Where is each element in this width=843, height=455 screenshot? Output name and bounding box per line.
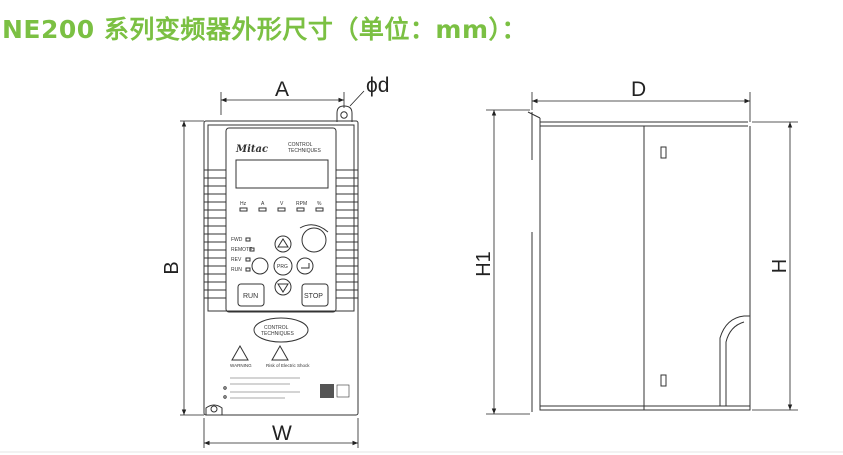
mounting-hole-bottom [210, 405, 218, 413]
left-button [251, 257, 269, 275]
side-dimensions [486, 92, 798, 415]
enter-button [296, 257, 314, 275]
run-button [237, 283, 265, 307]
status-label: RUN [231, 267, 242, 273]
indicator-label: V [280, 201, 284, 207]
knob [301, 227, 327, 253]
status-label: FWD [231, 237, 243, 243]
indicator-label: % [317, 201, 322, 207]
indicator-label: RPM [296, 201, 307, 207]
warning-triangle-right [271, 344, 289, 361]
mounting-tab-bottom [205, 404, 223, 415]
dim-label-b: B [161, 261, 183, 274]
qr-code [320, 384, 334, 398]
badge-text-2: TECHNIQUES [261, 331, 294, 337]
status-label: REV [231, 257, 242, 263]
dim-label-h1: H1 [473, 251, 495, 277]
brand-sub-2: TECHNIQUES [288, 148, 321, 154]
indicator-label: Hz [240, 201, 247, 207]
mounting-hole-top [340, 111, 348, 119]
status-label: REMOTE [231, 247, 253, 253]
page-title: NE200 系列变频器外形尺寸（单位：mm）： [2, 15, 527, 44]
status-labels: FWD REMOTE REV RUN [231, 237, 253, 273]
warning-text-right: Risk of Electric Shock [266, 363, 310, 368]
brand-sub-1: CONTROL [288, 142, 313, 148]
up-button [274, 235, 292, 253]
connector-hook [719, 315, 750, 406]
indicator-label: A [261, 201, 265, 207]
keypad-panel [225, 127, 337, 313]
dim-label-h: H [769, 259, 791, 273]
warning-triangle-left [231, 344, 249, 361]
stop-label: STOP [304, 293, 323, 300]
right-fins [336, 169, 358, 299]
indicator-labels: Hz A V RPM % [240, 201, 322, 207]
stop-button [301, 283, 329, 307]
warning-text-left: WARNING [230, 363, 252, 368]
warning-lines [230, 377, 300, 399]
side-view [527, 111, 751, 412]
prg-label: PRG [277, 264, 288, 270]
left-fins [204, 169, 226, 299]
brand-badge [253, 317, 309, 343]
mounting-tab-top [336, 105, 353, 122]
dim-label-w: W [272, 422, 292, 445]
dim-label-d: D [631, 78, 646, 101]
brand-text: Mitac [235, 144, 268, 155]
dim-label-a: A [275, 78, 289, 101]
dim-label-hole: ϕd [366, 74, 389, 97]
run-label: RUN [243, 293, 258, 300]
front-dimensions [180, 90, 365, 448]
badge-text-1: CONTROL [264, 325, 289, 331]
lcd-display [235, 159, 329, 189]
down-button [274, 278, 292, 296]
prg-button [273, 256, 293, 276]
front-view [203, 105, 359, 416]
housing-outline [203, 120, 359, 416]
side-body [539, 126, 751, 411]
